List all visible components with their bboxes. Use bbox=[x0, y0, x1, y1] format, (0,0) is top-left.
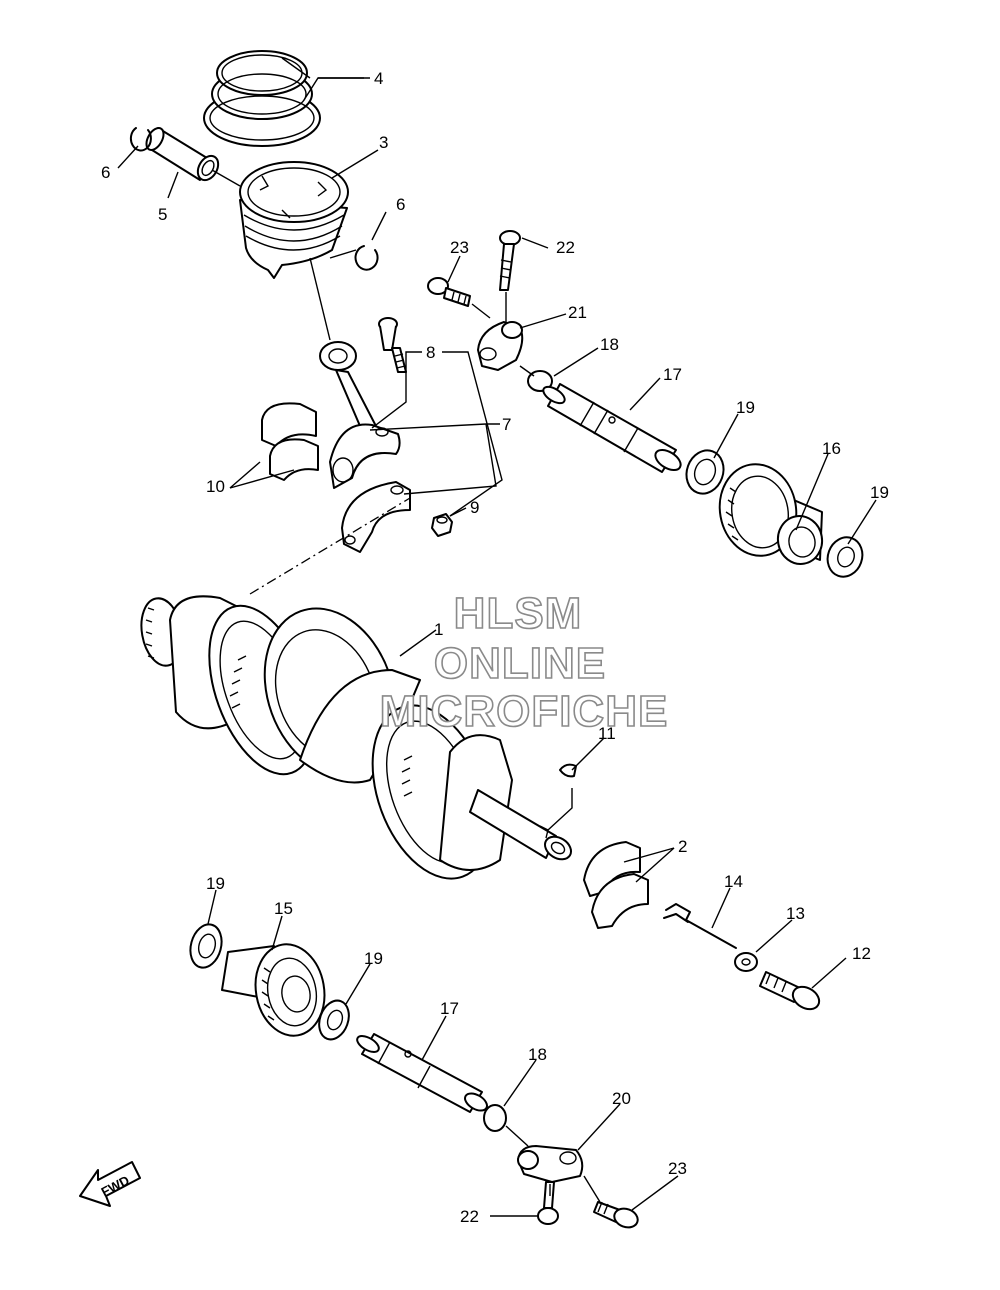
leader-lines bbox=[117, 57, 877, 1217]
callout-4: 4 bbox=[374, 69, 383, 88]
callout-6: 6 bbox=[396, 195, 405, 214]
forward-arrow-icon: FWD bbox=[79, 1161, 141, 1207]
callout-14: 14 bbox=[724, 872, 743, 891]
callout-7: 7 bbox=[502, 415, 511, 434]
conrod-bolt bbox=[378, 317, 407, 373]
callout-23: 23 bbox=[450, 238, 469, 257]
callout-16: 16 bbox=[822, 439, 841, 458]
watermark-line-1: HLSM bbox=[454, 589, 583, 638]
bolt-lower-22 bbox=[537, 1181, 559, 1225]
balancer-shaft-lower bbox=[356, 1033, 488, 1113]
balancer-shaft-upper bbox=[542, 383, 682, 473]
callout-19: 19 bbox=[206, 874, 225, 893]
callout-23: 23 bbox=[668, 1159, 687, 1178]
callout-20: 20 bbox=[612, 1089, 631, 1108]
washer-lower-center bbox=[318, 999, 350, 1041]
bolt-lower-23 bbox=[593, 1201, 639, 1229]
callout-5: 5 bbox=[158, 205, 167, 224]
washer-lower-left bbox=[189, 923, 223, 969]
piston bbox=[239, 161, 349, 279]
bolt-upper-right bbox=[499, 230, 521, 291]
callout-18: 18 bbox=[528, 1045, 547, 1064]
callout-6: 6 bbox=[101, 163, 110, 182]
balancer-gear-lower bbox=[221, 943, 326, 1037]
bolt-12 bbox=[759, 971, 821, 1011]
callout-19: 19 bbox=[870, 483, 889, 502]
piston-rings bbox=[203, 50, 321, 147]
piston-pin-clip-left bbox=[129, 127, 152, 152]
woodruff-key bbox=[559, 763, 577, 778]
callout-labels: 4 3 6 5 6 23 22 21 18 8 17 7 19 16 19 10… bbox=[101, 69, 889, 1226]
callout-11: 11 bbox=[598, 724, 616, 743]
callout-19: 19 bbox=[364, 949, 383, 968]
callout-18: 18 bbox=[600, 335, 619, 354]
crankshaft-bearings bbox=[583, 841, 649, 929]
o-ring-upper bbox=[527, 370, 553, 392]
oil-seal-upper bbox=[685, 449, 725, 495]
callout-3: 3 bbox=[379, 133, 388, 152]
callout-12: 12 bbox=[852, 944, 871, 963]
callout-21: 21 bbox=[568, 303, 587, 322]
watermark-line-2: ONLINE bbox=[434, 639, 606, 688]
assembly-center-lines bbox=[211, 169, 601, 1203]
callout-22: 22 bbox=[460, 1207, 479, 1226]
oil-pipe-edge bbox=[663, 913, 689, 923]
bolt-upper-left bbox=[427, 277, 471, 307]
callout-9: 9 bbox=[470, 498, 479, 517]
crankshaft bbox=[140, 595, 573, 880]
callout-10: 10 bbox=[206, 477, 225, 496]
piston-pin bbox=[145, 127, 220, 182]
balancer-gear-upper bbox=[718, 463, 824, 565]
piston-pin-clip-right bbox=[354, 245, 379, 271]
callout-22: 22 bbox=[556, 238, 575, 257]
callout-2: 2 bbox=[678, 837, 687, 856]
callout-13: 13 bbox=[786, 904, 805, 923]
conrod-bearings bbox=[261, 402, 319, 481]
connecting-rod bbox=[319, 341, 401, 489]
washer-13 bbox=[734, 952, 758, 972]
connecting-rod-cap bbox=[341, 481, 411, 553]
callout-17: 17 bbox=[663, 365, 682, 384]
callout-17: 17 bbox=[440, 999, 459, 1018]
balancer-holder-lower bbox=[517, 1145, 584, 1183]
callout-8: 8 bbox=[426, 343, 435, 362]
oil-pipe bbox=[665, 903, 737, 949]
conrod-nut bbox=[431, 513, 453, 537]
balancer-holder-upper bbox=[477, 321, 524, 371]
callout-19: 19 bbox=[736, 398, 755, 417]
callout-15: 15 bbox=[274, 899, 293, 918]
watermark-line-3: MICROFICHE bbox=[380, 687, 669, 736]
callout-1: 1 bbox=[434, 620, 443, 639]
watermark: HLSM ONLINE MICROFICHE bbox=[379, 588, 669, 737]
washer-upper-right bbox=[826, 536, 864, 578]
o-ring-lower bbox=[483, 1104, 507, 1132]
